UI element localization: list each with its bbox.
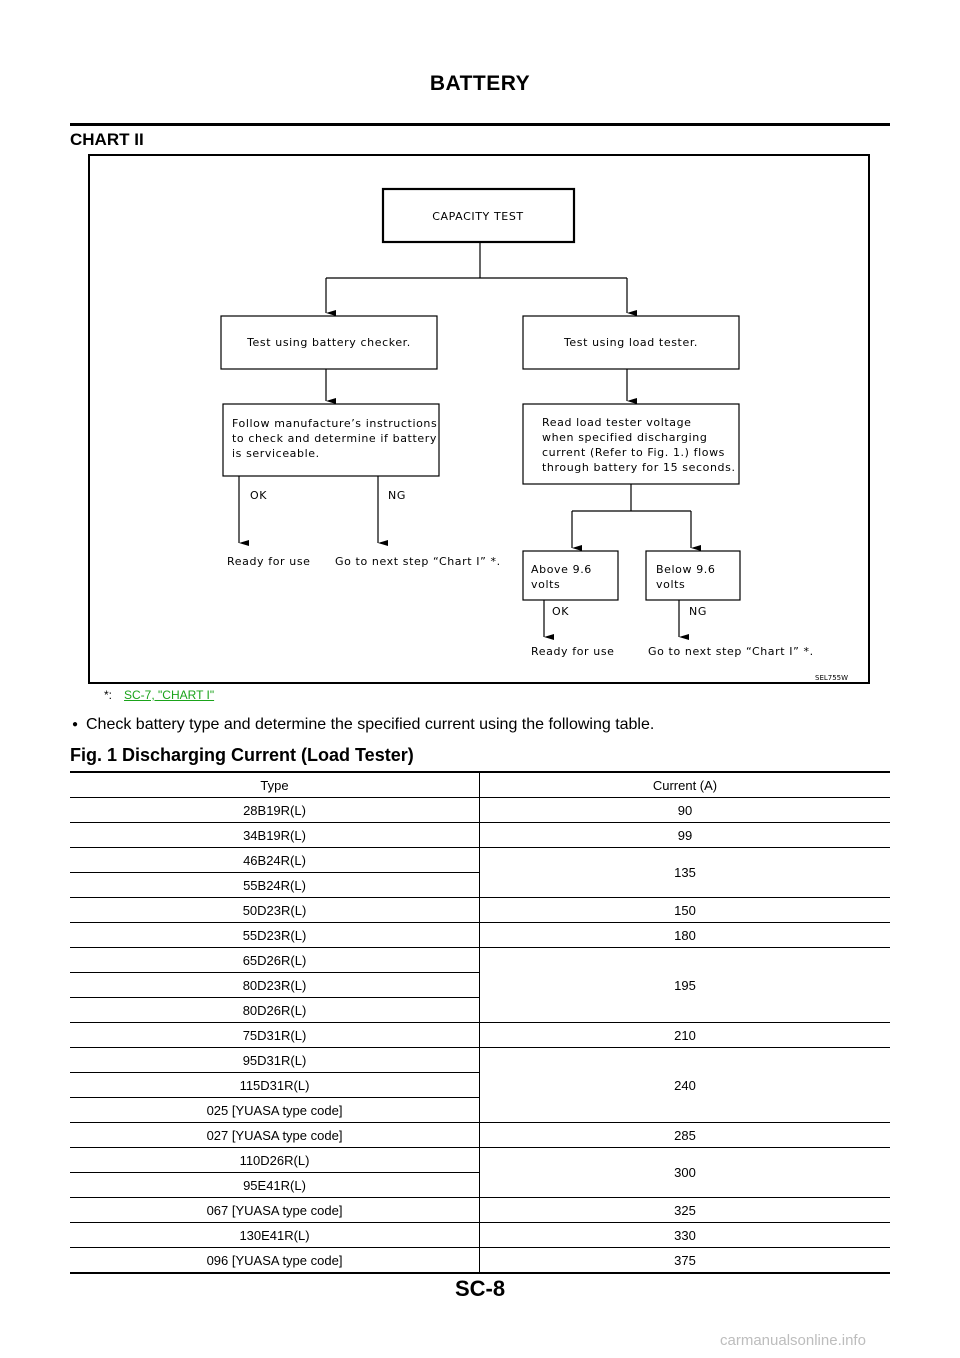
section-title: CHART II (70, 130, 144, 149)
table-row: 130E41R(L)330 (70, 1222, 890, 1248)
table-row: 50D23R(L)150 (70, 897, 890, 923)
below-9-6-box (645, 550, 741, 601)
table-row: 34B19R(L)99 (70, 822, 890, 848)
above-line-1: Above 9.6 (531, 563, 592, 576)
battery-type-cell: 46B24R(L) (70, 847, 480, 873)
battery-type-cell: 80D26R(L) (70, 997, 480, 1023)
left-ready-label: Ready for use (227, 555, 311, 568)
current-cell: 240 (479, 1047, 890, 1123)
table-row: 80D26R(L) (70, 997, 890, 1023)
left-ok-label: OK (250, 489, 267, 502)
right-detail-line-1: Read load tester voltage (542, 416, 692, 429)
column-header-type: Type (70, 771, 480, 798)
footnote: *: SC-7, "CHART I" (104, 688, 214, 702)
load-tester-box (522, 315, 740, 370)
table-header-row: Type Current (A) (70, 771, 890, 798)
right-detail-line-2: when specified discharging (542, 431, 707, 444)
current-cell: 325 (479, 1197, 890, 1223)
table-row: 067 [YUASA type code]325 (70, 1197, 890, 1223)
footnote-marker: *: (104, 688, 113, 702)
table-row: 75D31R(L)210 (70, 1022, 890, 1048)
left-detail-line-3: is serviceable. (232, 447, 320, 460)
battery-type-cell: 027 [YUASA type code] (70, 1122, 480, 1148)
left-detail-line-2: to check and determine if battery (232, 432, 437, 445)
right-detail-line-4: through battery for 15 seconds. (542, 461, 736, 474)
current-cell: 90 (479, 797, 890, 823)
header-rule (70, 123, 890, 126)
battery-type-cell: 75D31R(L) (70, 1022, 480, 1048)
load-tester-label: Test using load tester. (563, 336, 698, 349)
battery-type-cell: 130E41R(L) (70, 1222, 480, 1248)
battery-type-cell: 50D23R(L) (70, 897, 480, 923)
manufacturer-instructions-box (222, 403, 440, 477)
right-detail-line-3: current (Refer to Fig. 1.) flows (542, 446, 725, 459)
battery-type-cell: 096 [YUASA type code] (70, 1247, 480, 1274)
right-ready-label: Ready for use (531, 645, 615, 658)
battery-checker-label: Test using battery checker. (246, 336, 411, 349)
chart-i-link[interactable]: SC-7, "CHART I" (124, 688, 215, 702)
instruction-bullet: ● Check battery type and determine the sp… (72, 716, 654, 734)
battery-type-cell: 067 [YUASA type code] (70, 1197, 480, 1223)
left-next-step-label: Go to next step “Chart I” *. (335, 555, 501, 568)
current-cell: 180 (479, 922, 890, 948)
battery-type-cell: 115D31R(L) (70, 1072, 480, 1098)
table-row: 28B19R(L)90 (70, 797, 890, 823)
table-row: 95E41R(L) (70, 1172, 890, 1198)
bullet-icon: ● (72, 719, 79, 730)
current-cell: 330 (479, 1222, 890, 1248)
current-cell: 285 (479, 1122, 890, 1148)
battery-type-cell: 55D23R(L) (70, 922, 480, 948)
table-row: 115D31R(L) (70, 1072, 890, 1098)
current-cell: 195 (479, 947, 890, 1023)
capacity-test-box (381, 187, 576, 244)
above-9-6-box (522, 550, 619, 601)
table-row: 46B24R(L)135 (70, 847, 890, 898)
current-cell: 210 (479, 1022, 890, 1048)
page-header-title: BATTERY (429, 72, 531, 95)
battery-type-cell: 80D23R(L) (70, 972, 480, 998)
left-ng-label: NG (388, 489, 406, 502)
battery-type-cell: 110D26R(L) (70, 1147, 480, 1173)
below-line-2: volts (656, 578, 685, 591)
current-cell: 99 (479, 822, 890, 848)
battery-type-cell: 95D31R(L) (70, 1047, 480, 1073)
table-row: 025 [YUASA type code] (70, 1097, 890, 1123)
battery-type-cell: 28B19R(L) (70, 797, 480, 823)
figure-title: Fig. 1 Discharging Current (Load Tester) (70, 745, 414, 765)
flowchart-diagram: CAPACITY TEST Test using battery checker… (220, 187, 848, 682)
right-ok-label: OK (552, 605, 569, 618)
table-row: 55B24R(L) (70, 872, 890, 898)
battery-checker-box (220, 315, 438, 370)
current-cell: 375 (479, 1247, 890, 1274)
battery-type-cell: 34B19R(L) (70, 822, 480, 848)
bullet-text: Check battery type and determine the spe… (86, 716, 655, 733)
table-row: 027 [YUASA type code]285 (70, 1122, 890, 1148)
right-next-step-label: Go to next step “Chart I” *. (648, 645, 814, 658)
table-row: 55D23R(L)180 (70, 922, 890, 948)
battery-type-cell: 025 [YUASA type code] (70, 1097, 480, 1123)
flowchart-figure: CAPACITY TEST Test using battery checker… (88, 154, 870, 684)
current-cell: 300 (479, 1147, 890, 1198)
table-row: 65D26R(L)195 (70, 947, 890, 1023)
battery-type-cell: 65D26R(L) (70, 947, 480, 973)
figure-code: SEL755W (815, 674, 848, 682)
page-number: SC-8 (454, 1276, 506, 1301)
column-header-current: Current (A) (479, 771, 890, 798)
battery-type-cell: 95E41R(L) (70, 1172, 480, 1198)
table-row: 110D26R(L)300 (70, 1147, 890, 1198)
watermark: carmanualsonline.info (720, 1332, 866, 1349)
left-detail-line-1: Follow manufacture’s instructions (232, 417, 437, 430)
current-cell: 135 (479, 847, 890, 898)
capacity-test-label: CAPACITY TEST (432, 210, 524, 223)
above-line-2: volts (531, 578, 560, 591)
table-row: 096 [YUASA type code]375 (70, 1247, 890, 1274)
below-line-1: Below 9.6 (656, 563, 716, 576)
current-cell: 150 (479, 897, 890, 923)
battery-type-cell: 55B24R(L) (70, 872, 480, 898)
table-row: 80D23R(L) (70, 972, 890, 998)
table-row: 95D31R(L)240 (70, 1047, 890, 1123)
right-ng-label: NG (689, 605, 707, 618)
